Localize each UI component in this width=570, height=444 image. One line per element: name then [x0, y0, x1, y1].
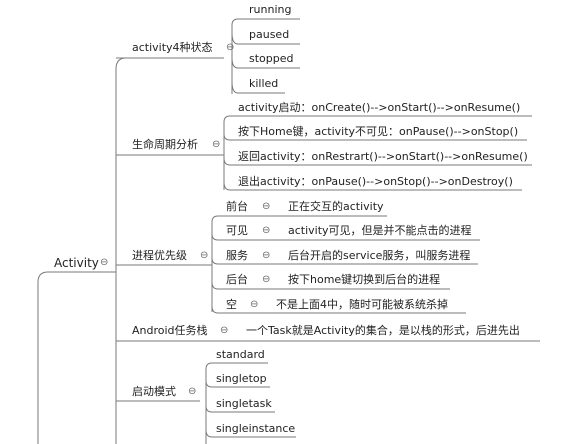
priority-detail: 按下home键切换到后台的进程 — [288, 273, 441, 286]
launch-mode[interactable]: singletask — [216, 397, 272, 410]
collapse-icon[interactable]: ⊖ — [262, 274, 271, 285]
priority-level[interactable]: 服务 — [226, 249, 248, 262]
branch-process-priority[interactable]: 进程优先级 — [132, 249, 187, 262]
collapse-icon[interactable]: ⊖ — [226, 42, 235, 53]
lifecycle-item[interactable]: 退出activity：onPause()-->onStop()-->onDest… — [238, 175, 513, 188]
task-stack-detail: 一个Task就是Activity的集合，是以栈的形式，后进先出 — [246, 324, 520, 337]
priority-level[interactable]: 空 — [226, 298, 237, 311]
launch-mode[interactable]: singleinstance — [216, 422, 296, 435]
branch-activity-states[interactable]: activity4种状态 — [132, 41, 213, 54]
collapse-icon[interactable]: ⊖ — [212, 139, 221, 150]
lifecycle-item[interactable]: 按下Home键，activity不可见：onPause()-->onStop() — [238, 125, 519, 138]
state-stopped[interactable]: stopped — [249, 52, 294, 65]
priority-level[interactable]: 可见 — [226, 224, 248, 237]
launch-mode[interactable]: standard — [216, 348, 265, 361]
lifecycle-item[interactable]: activity启动：onCreate()-->onStart()-->onRe… — [238, 101, 521, 114]
priority-level[interactable]: 后台 — [226, 273, 248, 286]
priority-detail: activity可见，但是并不能点击的进程 — [288, 224, 472, 237]
collapse-icon[interactable]: ⊖ — [100, 257, 109, 268]
collapse-icon[interactable]: ⊖ — [250, 299, 259, 310]
collapse-icon[interactable]: ⊖ — [262, 250, 271, 261]
collapse-icon[interactable]: ⊖ — [200, 250, 209, 261]
priority-detail: 不是上面4中，随时可能被系统杀掉 — [276, 298, 448, 311]
branch-launch-mode[interactable]: 启动模式 — [132, 385, 176, 398]
branch-task-stack[interactable]: Android任务栈 — [132, 324, 208, 337]
state-running[interactable]: running — [249, 3, 292, 16]
priority-level[interactable]: 前台 — [226, 200, 248, 213]
collapse-icon[interactable]: ⊖ — [188, 386, 197, 397]
state-paused[interactable]: paused — [249, 28, 290, 41]
priority-detail: 后台开启的service服务，叫服务进程 — [288, 249, 471, 262]
launch-mode[interactable]: singletop — [216, 372, 267, 385]
root-node-label[interactable]: Activity — [54, 256, 99, 270]
lifecycle-item[interactable]: 返回activity：onRestrart()-->onStart()-->on… — [238, 150, 528, 163]
collapse-icon[interactable]: ⊖ — [220, 325, 229, 336]
collapse-icon[interactable]: ⊖ — [262, 225, 271, 236]
collapse-icon[interactable]: ⊖ — [262, 201, 271, 212]
branch-lifecycle[interactable]: 生命周期分析 — [132, 138, 198, 151]
priority-detail: 正在交互的activity — [288, 200, 384, 213]
state-killed[interactable]: killed — [249, 77, 279, 90]
